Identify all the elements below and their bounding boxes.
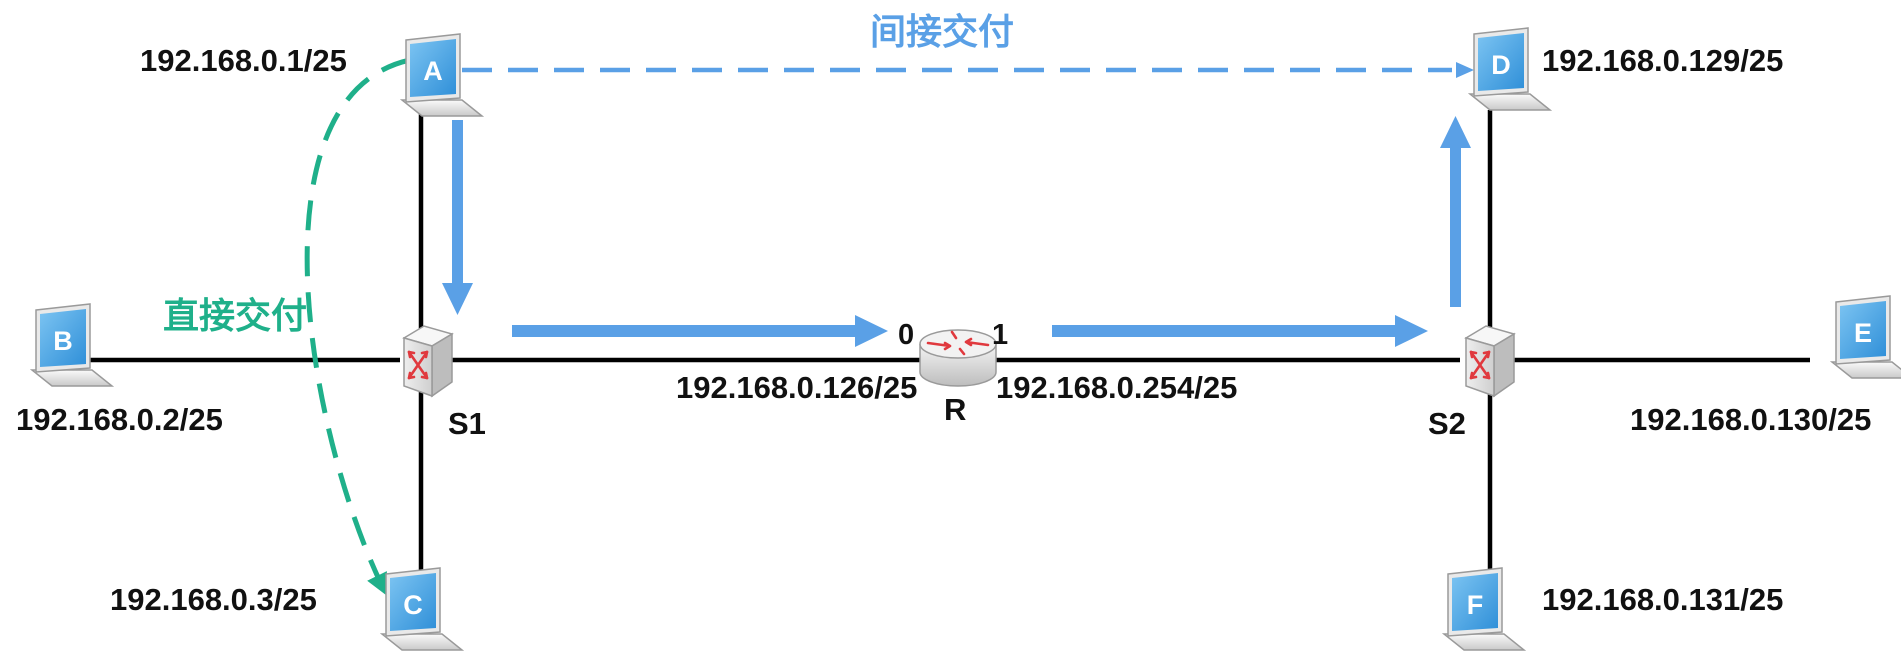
arrow-s2-to-d [1440, 116, 1471, 307]
caption-indirect-delivery: 间接交付 [870, 11, 1014, 53]
host-letter: F [1467, 590, 1484, 620]
router-arrows-icon [926, 330, 990, 356]
host-letter: E [1854, 318, 1872, 348]
host-letter: D [1491, 50, 1511, 80]
switch-s1 [402, 324, 454, 398]
host-a: A [401, 33, 483, 117]
laptop-icon [1443, 567, 1525, 651]
router-port1-label: 1 [992, 319, 1008, 351]
indirect-path [442, 62, 1474, 347]
ip-label-d: 192.168.0.129/25 [1542, 43, 1783, 78]
host-d: D [1469, 27, 1551, 111]
switch-s2 [1464, 324, 1516, 398]
router-label: R [944, 392, 966, 427]
host-f: F [1443, 567, 1525, 651]
host-letter: C [403, 590, 423, 620]
router-port0-label: 0 [898, 319, 914, 351]
router-r [919, 329, 997, 387]
ip-label-router-port1: 192.168.0.254/25 [996, 370, 1237, 405]
host-letter: A [423, 56, 443, 86]
ip-label-e: 192.168.0.130/25 [1630, 402, 1871, 437]
arrow-s1-to-r [512, 315, 888, 347]
ip-label-f: 192.168.0.131/25 [1542, 582, 1783, 617]
ip-label-c: 192.168.0.3/25 [110, 582, 317, 617]
ip-label-b: 192.168.0.2/25 [16, 402, 223, 437]
host-c: C [381, 567, 463, 651]
host-letter: B [53, 326, 73, 356]
ip-label-a: 192.168.0.1/25 [140, 43, 347, 78]
caption-direct-delivery: 直接交付 [163, 295, 307, 337]
indirect-dashed-arrowhead [1456, 62, 1474, 78]
direct-dashed-arrow [304, 57, 411, 596]
direct-path [304, 57, 411, 596]
switch-label-s2: S2 [1428, 406, 1466, 441]
ip-label-router-port0: 192.168.0.126/25 [676, 370, 917, 405]
arrow-r-to-s2 [1052, 315, 1428, 347]
host-e: E [1831, 295, 1901, 379]
links [80, 110, 1810, 590]
host-b: B [31, 303, 113, 387]
arrow-a-to-s1 [442, 120, 473, 315]
switch-label-s1: S1 [448, 406, 486, 441]
